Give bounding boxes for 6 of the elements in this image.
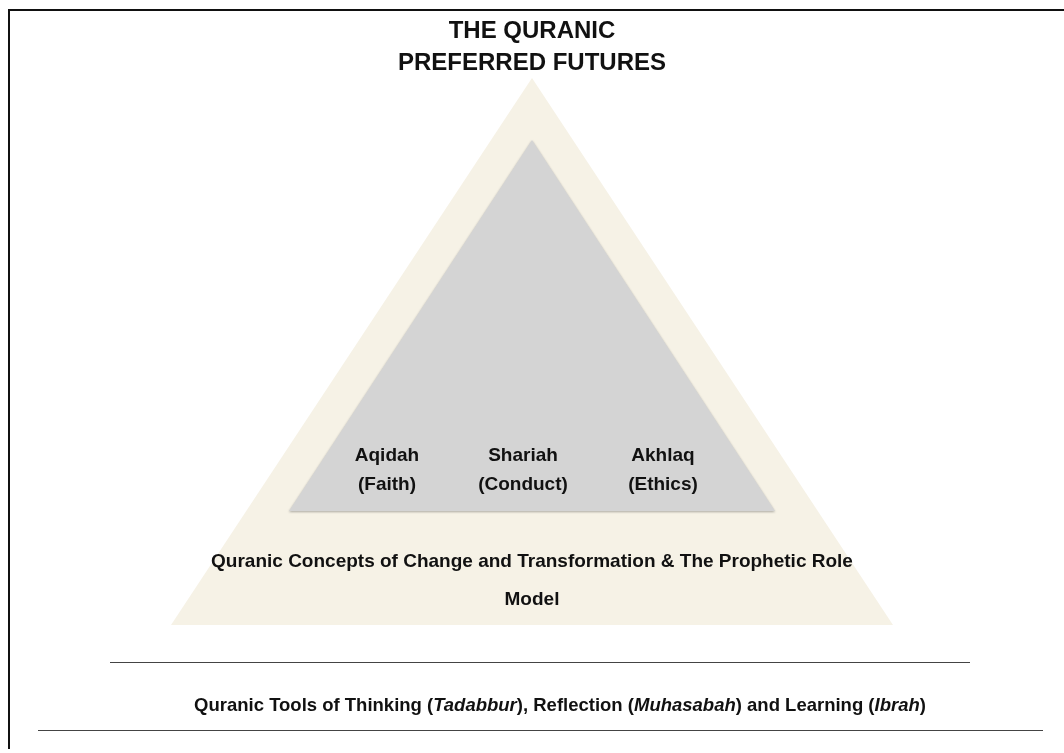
- triangle-label: Quranic Concepts of Change and Transformation & The Prophetic Role Model: [210, 549, 854, 611]
- triangle-label: Akhlaq (Ethics): [627, 443, 699, 496]
- triangle-label: Shariah (Conduct): [477, 443, 569, 496]
- bottom-caption: Quranic Tools of Thinking (Tadabbur), Reflection (Muhasabah) and Learning (Ibrah): [193, 693, 927, 717]
- triangle-label: Aqidah (Faith): [353, 443, 421, 496]
- diagram-title: THE QURANIC PREFERRED FUTURES: [397, 15, 667, 77]
